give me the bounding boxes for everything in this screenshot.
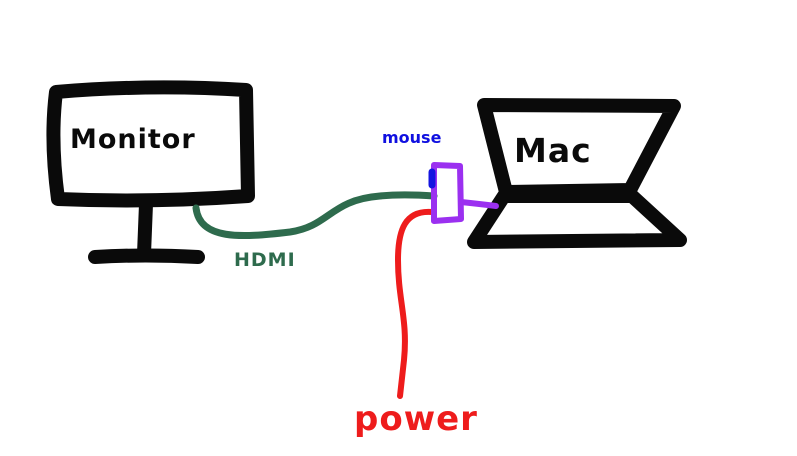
adapter-body — [431, 162, 464, 224]
monitor-label: Monitor — [70, 124, 196, 155]
adapter-cable-to-laptop — [458, 199, 499, 209]
power-label: power — [354, 399, 478, 439]
mac-label: Mac — [514, 131, 592, 170]
power-cable — [395, 208, 435, 399]
monitor-base — [88, 248, 205, 264]
monitor: Monitor — [46, 80, 255, 264]
laptop: Mac — [467, 98, 687, 249]
laptop-keyboard — [467, 189, 687, 249]
monitor-stand — [137, 197, 153, 261]
monitor-screen — [46, 80, 255, 208]
mouse-label: mouse — [382, 128, 442, 147]
usb-c-adapter — [428, 162, 499, 224]
hdmi-cable — [192, 191, 438, 240]
hdmi-label: HDMI — [234, 249, 296, 271]
